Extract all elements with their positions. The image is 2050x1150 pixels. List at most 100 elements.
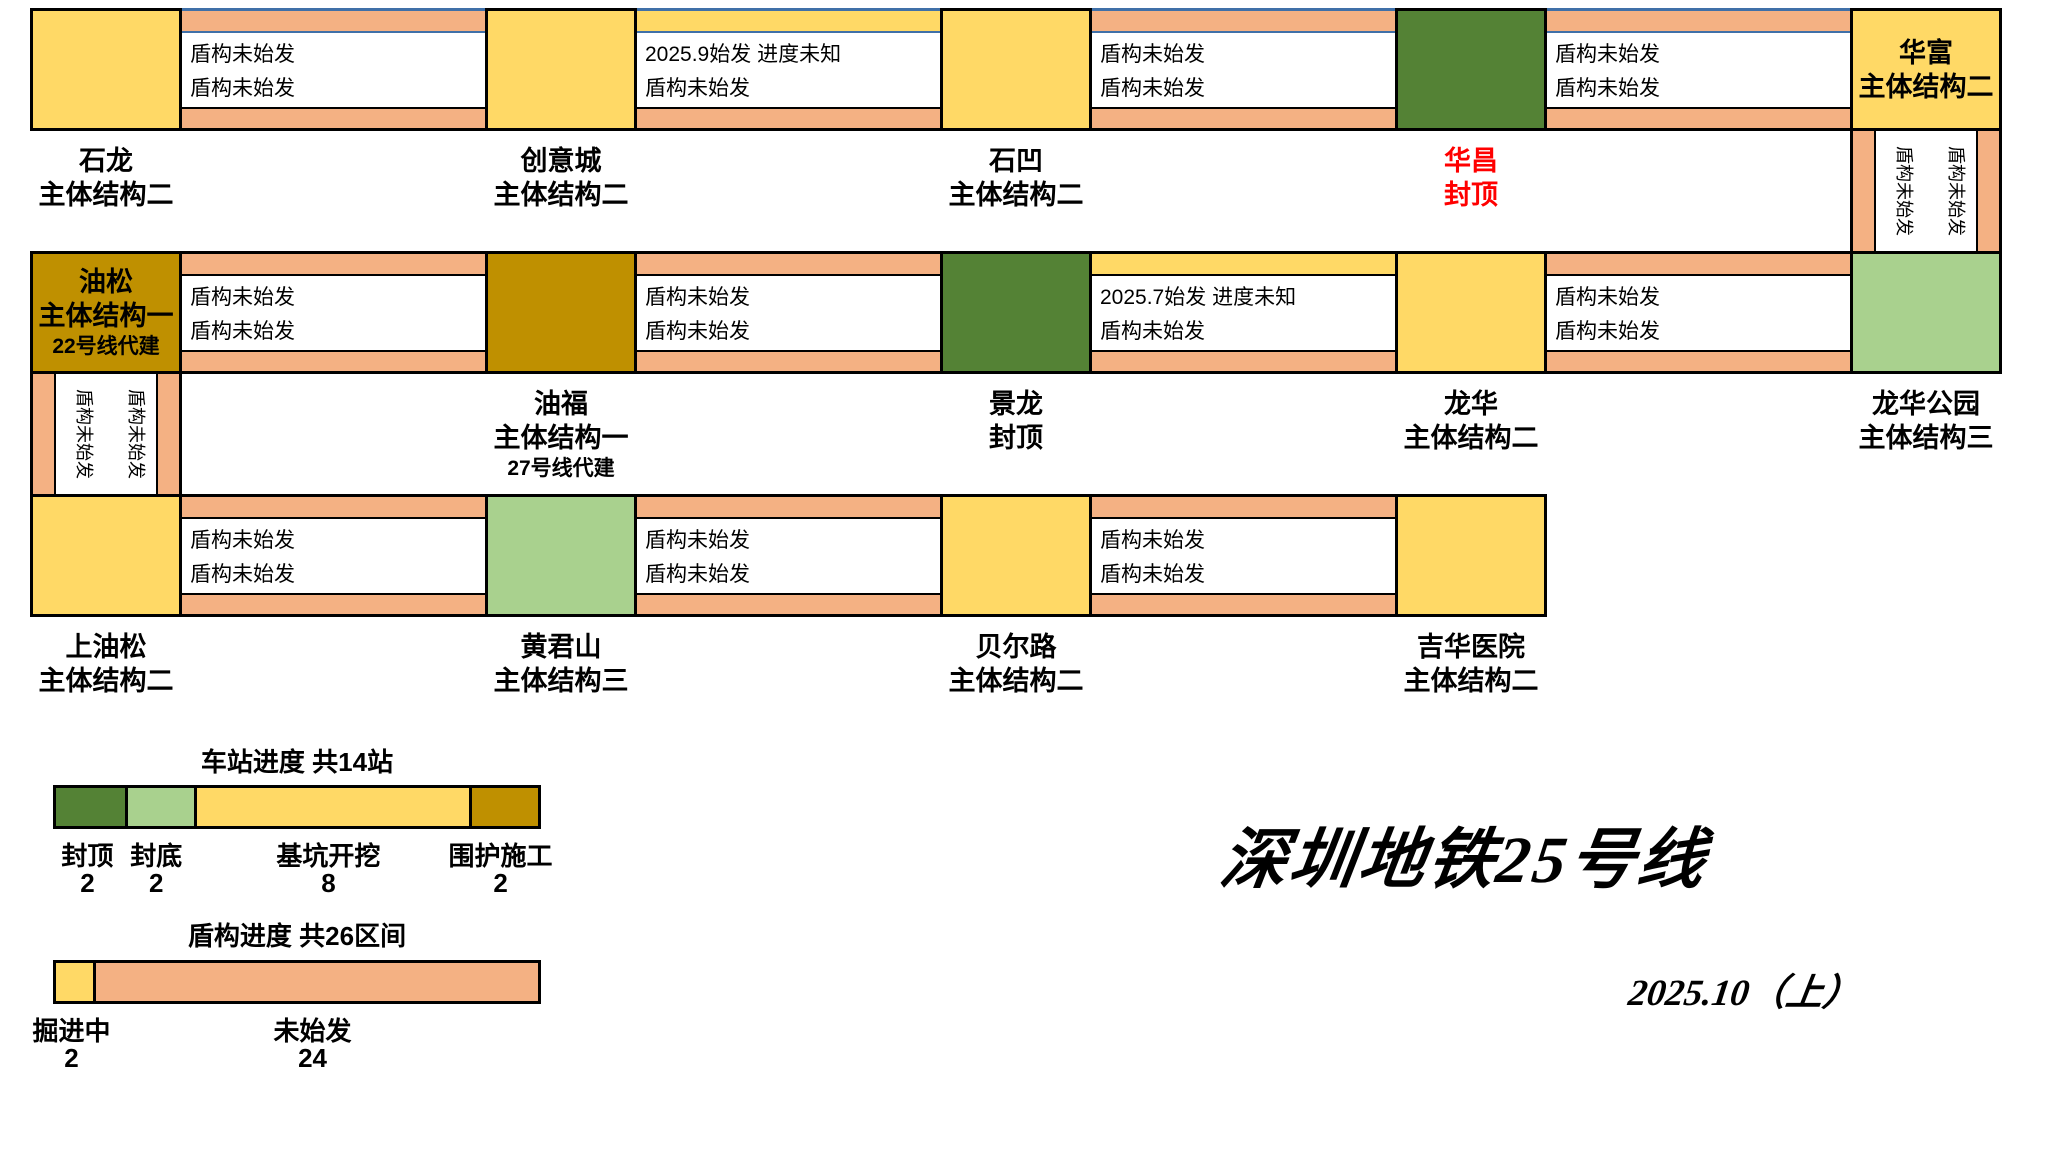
segment-top-bore-bar xyxy=(1092,251,1395,276)
station-box xyxy=(30,494,182,617)
segment-bore-label: 盾构未始发 xyxy=(645,529,750,552)
segment-bottom-bore-bar xyxy=(637,593,940,617)
vertical-bore-bar xyxy=(1976,131,1999,251)
legend-title: 盾构进度 共26区间 xyxy=(187,921,407,951)
segment-bore-label: 盾构未始发 xyxy=(1555,286,1660,309)
legend-item-count: 2 xyxy=(493,868,508,898)
segment-bore-label: 盾构未始发 xyxy=(1555,43,1660,66)
station-label: 龙华主体结构二 xyxy=(1404,387,1539,455)
station-status: 主体结构一 xyxy=(38,301,174,331)
segment-top-bore-bar xyxy=(182,8,485,33)
station-label: 石凹主体结构二 xyxy=(949,144,1084,212)
station-status: 主体结构二 xyxy=(493,180,629,210)
segment-bore-label: 盾构未始发 xyxy=(645,320,750,343)
segment-bore-label: 盾构未始发 xyxy=(1100,320,1205,343)
legend-item-label: 围护施工 xyxy=(448,841,553,871)
station-box xyxy=(940,251,1092,374)
segment-bottom-bore-bar xyxy=(637,107,940,131)
legend-title: 车站进度 共14站 xyxy=(200,747,394,777)
station-name: 黄君山 xyxy=(520,632,602,662)
segment-bore-label: 盾构未始发 xyxy=(1100,563,1205,586)
legend-item-count: 24 xyxy=(298,1043,327,1073)
station-status: 22号线代建 xyxy=(52,335,160,358)
segment: 盾构未始发盾构未始发 xyxy=(1092,494,1395,617)
station-name: 油福 xyxy=(534,389,588,419)
segment-bottom-bore-bar xyxy=(182,350,485,374)
station-status: 封顶 xyxy=(989,423,1043,453)
legend-bar-segment xyxy=(56,788,125,826)
segment-bore-label: 盾构未始发 xyxy=(645,563,750,586)
legend-bar xyxy=(53,785,541,829)
segment: 盾构未始发盾构未始发 xyxy=(1547,8,1850,131)
segment-bore-label: 2025.9始发 进度未知 xyxy=(645,43,842,66)
station-name: 华富 xyxy=(1899,37,1953,68)
station-status: 主体结构三 xyxy=(1858,423,1994,453)
segment-bottom-bore-bar xyxy=(1547,350,1850,374)
vertical-bore-bar xyxy=(33,374,56,494)
station-status: 主体结构三 xyxy=(493,666,629,696)
segment-bore-label: 盾构未始发 xyxy=(1100,77,1205,100)
segment: 盾构未始发盾构未始发 xyxy=(1547,251,1850,374)
station-box xyxy=(940,494,1092,617)
segment: 盾构未始发盾构未始发 xyxy=(637,251,940,374)
legend-item-count: 2 xyxy=(64,1043,79,1073)
segment-bore-label: 盾构未始发 xyxy=(190,77,295,100)
segment-bore-label: 盾构未始发 xyxy=(190,529,295,552)
vertical-bore-label: 盾构未始发 xyxy=(74,389,94,479)
vertical-bore-bar xyxy=(156,374,179,494)
segment-top-bore-bar xyxy=(182,251,485,276)
station-name: 贝尔路 xyxy=(975,632,1057,662)
legend-item-label: 掘进中 xyxy=(32,1016,111,1046)
segment-bore-label: 盾构未始发 xyxy=(190,563,295,586)
segment-bore-label: 盾构未始发 xyxy=(1555,320,1660,343)
station-name: 龙华公园 xyxy=(1872,389,1980,419)
station-status: 主体结构二 xyxy=(948,180,1084,210)
station-status: 27号线代建 xyxy=(507,457,615,480)
station-name: 上油松 xyxy=(65,632,147,662)
station-label: 黄君山主体结构三 xyxy=(494,630,629,698)
vertical-bore-label: 盾构未始发 xyxy=(126,389,146,479)
station-status: 主体结构二 xyxy=(38,666,174,696)
segment-bore-label: 盾构未始发 xyxy=(1100,529,1205,552)
segment-bore-label: 盾构未始发 xyxy=(1555,77,1660,100)
legend-bar-segment xyxy=(93,963,538,1001)
segment-top-bore-bar xyxy=(182,494,485,519)
segment-bore-label: 2025.7始发 进度未知 xyxy=(1100,286,1297,309)
station-status: 封顶 xyxy=(1444,180,1498,210)
station-label: 景龙封顶 xyxy=(989,387,1043,455)
segment-bottom-bore-bar xyxy=(1092,107,1395,131)
station-label: 华富主体结构二 xyxy=(1853,11,1999,128)
vertical-bore-label: 盾构未始发 xyxy=(1946,146,1966,236)
station-label: 吉华医院主体结构二 xyxy=(1404,630,1539,698)
station-box xyxy=(485,8,637,131)
segment: 盾构未始发盾构未始发 xyxy=(182,8,485,131)
segment: 2025.9始发 进度未知盾构未始发 xyxy=(637,8,940,131)
segment: 盾构未始发盾构未始发 xyxy=(182,251,485,374)
station-label: 油福主体结构一 27号线代建 xyxy=(494,387,629,482)
segment: 盾构未始发盾构未始发 xyxy=(637,494,940,617)
segment-top-bore-bar xyxy=(637,251,940,276)
segment-bottom-bore-bar xyxy=(637,350,940,374)
segment-top-bore-bar xyxy=(1092,494,1395,519)
page-subtitle: 2025.10（上） xyxy=(1625,973,1863,1014)
station-status: 主体结构一 xyxy=(493,423,629,453)
segment: 盾构未始发盾构未始发 xyxy=(1092,8,1395,131)
legend-item-count: 2 xyxy=(149,868,164,898)
station-name: 龙华 xyxy=(1444,389,1498,419)
station-name: 华昌 xyxy=(1444,146,1498,176)
station-box xyxy=(1395,8,1547,131)
station-status: 主体结构二 xyxy=(948,666,1084,696)
station-label: 创意城主体结构二 xyxy=(494,144,629,212)
legend-item-label: 基坑开挖 xyxy=(276,841,381,871)
station-label: 石龙主体结构二 xyxy=(39,144,174,212)
station-label: 上油松主体结构二 xyxy=(39,630,174,698)
segment-top-bore-bar xyxy=(637,494,940,519)
segment-bottom-bore-bar xyxy=(1092,593,1395,617)
legend-bar-segment xyxy=(469,788,538,826)
station-name: 创意城 xyxy=(520,146,602,176)
station-label: 贝尔路主体结构二 xyxy=(949,630,1084,698)
segment-bottom-bore-bar xyxy=(1092,350,1395,374)
